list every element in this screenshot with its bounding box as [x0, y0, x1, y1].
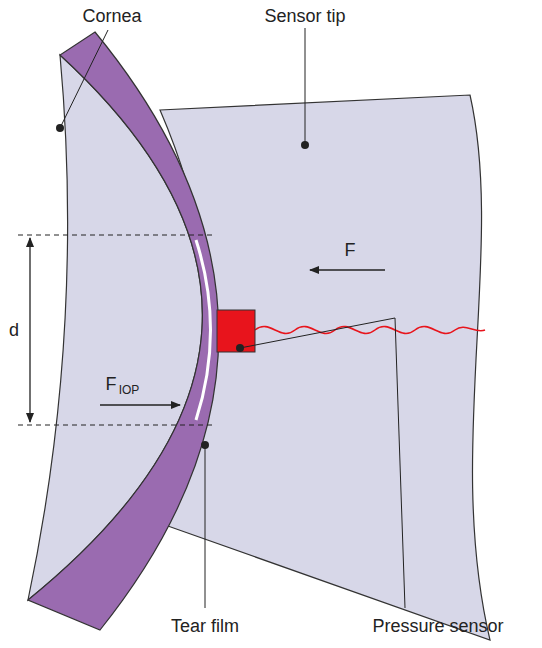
dimension-line — [18, 235, 212, 236]
part-name: Sensor tip — [264, 7, 345, 25]
cornea — [28, 32, 219, 630]
leader-line — [205, 445, 206, 608]
leader-dot — [56, 124, 64, 132]
force-subscript: IOP — [119, 384, 140, 396]
dimension-line — [18, 425, 212, 426]
leader-line — [240, 318, 405, 608]
leader-dot — [201, 441, 209, 449]
leader-line — [305, 28, 306, 145]
leader-dot — [236, 344, 244, 352]
tear-film — [196, 240, 211, 420]
part-name: Pressure sensor — [372, 617, 503, 635]
force-arrow — [100, 404, 180, 405]
force-arrow — [310, 269, 385, 270]
dimension-arrow — [29, 238, 30, 422]
force-label: F — [106, 375, 117, 393]
force-label: F — [345, 241, 356, 259]
dimension-label: d — [9, 321, 19, 339]
leader-dot — [301, 141, 309, 149]
part-name: Tear film — [171, 617, 239, 635]
leader-line — [60, 30, 108, 128]
sensor-wire — [255, 327, 485, 334]
part-name: Cornea — [82, 7, 141, 25]
